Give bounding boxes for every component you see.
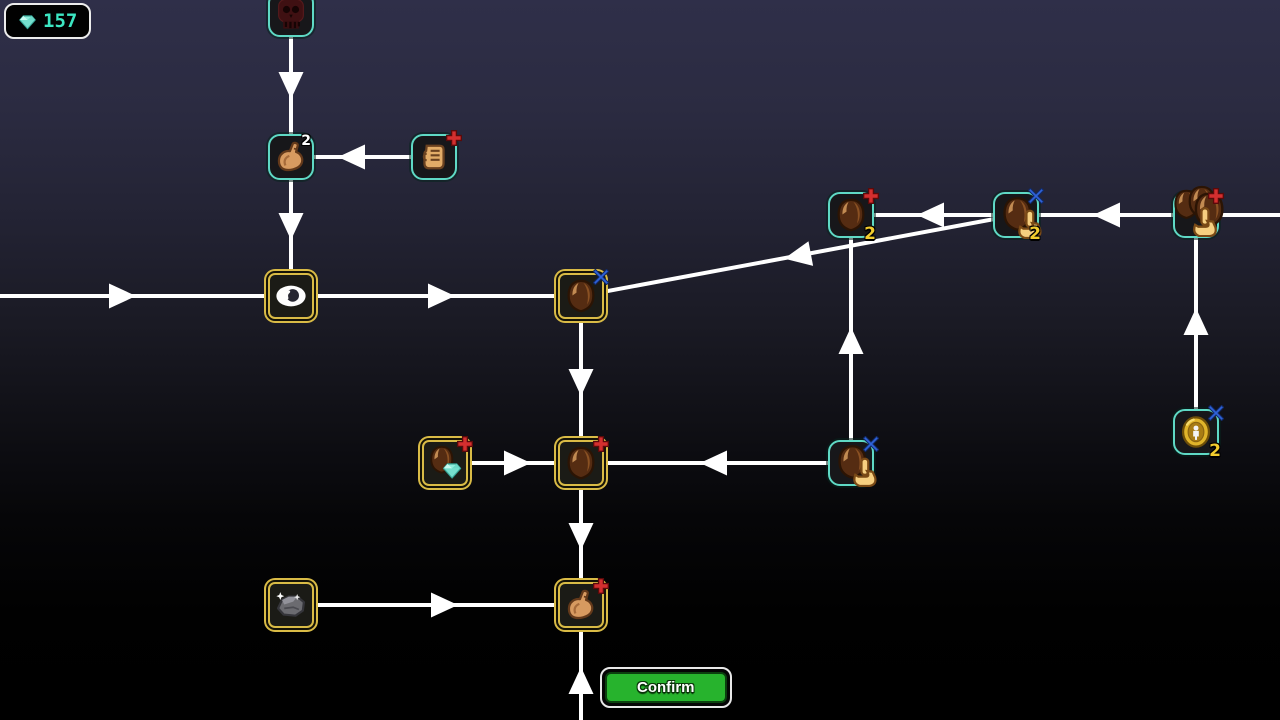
node-rock[interactable] [268,582,314,628]
hair-hand-icon [833,444,877,488]
edge-arrowhead [431,592,458,618]
currency-value: 157 [43,10,78,32]
gem-icon [18,12,37,31]
node-grip-add[interactable] [411,134,457,180]
edge-arrowhead [109,283,136,309]
currency-counter: 157 [4,3,92,39]
confirm-button[interactable]: Confirm [605,672,727,703]
node-hair-add-2[interactable]: 2 [828,192,874,244]
node-hair-add[interactable] [558,440,604,486]
hair-gem-icon [427,445,463,481]
node-hair-pick-remove[interactable] [828,440,874,486]
node-eye[interactable] [268,273,314,319]
eye-icon [273,278,309,314]
hair-icon [563,445,599,481]
node-muscle-add[interactable] [558,582,604,628]
node-coin-remove-2[interactable]: 2 [1173,409,1219,461]
hair-icon [563,278,599,314]
edge-arrowhead [1093,202,1120,228]
edge-arrowhead [568,667,594,694]
edge-arrowhead [338,144,365,170]
bicep-icon [273,139,309,175]
edge-arrowhead [838,327,864,354]
edge-arrowhead [568,369,594,396]
edge-arrowhead [784,241,814,266]
hair-hand-icon [998,196,1042,240]
node-muscle-2[interactable]: 2 [268,133,314,180]
edge-arrowhead [917,202,944,228]
edge-arrowhead [568,523,594,550]
node-hair-gem-add[interactable] [422,440,468,486]
edge-arrowhead [278,213,304,240]
fist-icon [416,139,452,175]
bicep-icon [563,587,599,623]
edge-arrowhead [278,72,304,99]
hair-icon [833,197,869,233]
node-skull[interactable] [268,0,314,37]
node-hair-pick-remove-2[interactable]: 2 [993,192,1042,244]
rock-icon [273,587,309,623]
skull-icon [273,0,309,32]
node-hair-bundle-add[interactable] [1173,192,1219,238]
confirm-button-frame: Confirm [600,667,732,708]
edge-arrowhead [700,450,727,476]
edge-arrowhead [504,450,531,476]
edge-arrowhead [1183,308,1209,335]
edge-arrowhead [428,283,455,309]
coin-icon [1178,414,1214,450]
node-hair-remove[interactable] [558,273,604,319]
